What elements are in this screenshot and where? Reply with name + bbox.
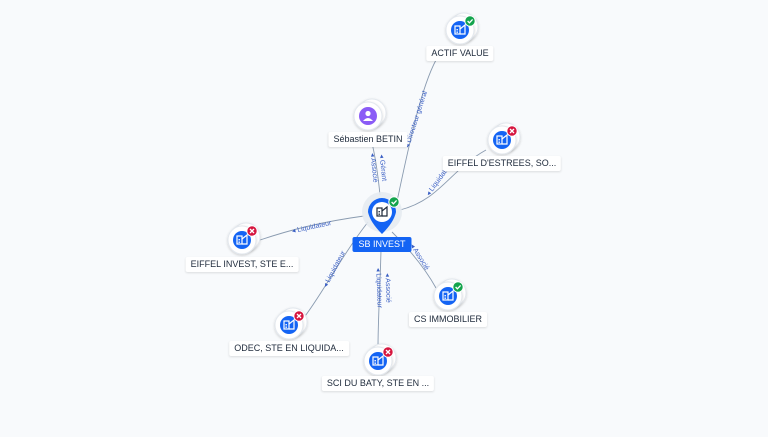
edge-label: ◂ Liquidateur	[291, 220, 332, 235]
node-eiffel_estrees[interactable]	[487, 122, 521, 155]
inactive-cross-icon	[293, 310, 305, 322]
node-label-actif[interactable]: ACTIF VALUE	[426, 46, 494, 61]
center-node-label[interactable]: SB INVEST	[352, 237, 412, 252]
edge-label: ◂ Gérant	[378, 154, 388, 181]
inactive-cross-icon	[246, 225, 258, 237]
node-betin[interactable]	[353, 98, 387, 131]
active-check-icon	[388, 196, 400, 208]
edge-label: ◂ Liquidateur	[374, 268, 382, 309]
node-actif[interactable]	[445, 12, 479, 45]
edge-label: ◂ Directeur général	[404, 90, 429, 149]
edge-betin: ◂ Gérant◂ Associé	[368, 142, 388, 196]
building-icon	[496, 133, 508, 145]
node-label-eiffel_invest[interactable]: EIFFEL INVEST, STE E...	[185, 257, 299, 272]
node-cs_immo[interactable]	[433, 278, 467, 311]
building-icon	[376, 205, 388, 217]
edge-sci_baty: ◂ Liquidateur◂ Associé	[374, 249, 392, 349]
node-center[interactable]	[362, 192, 402, 234]
building-icon	[236, 233, 248, 245]
node-label-betin[interactable]: Sébastien BETIN	[328, 132, 408, 147]
active-check-icon	[464, 15, 476, 27]
building-icon	[372, 354, 384, 366]
node-label-odec[interactable]: ODEC, STE EN LIQUIDA...	[229, 341, 349, 356]
edge-label: ◂ Associé	[383, 273, 391, 303]
edge-eiffel_invest: ◂ Liquidateur	[259, 215, 365, 241]
node-label-sci_baty[interactable]: SCI DU BATY, STE EN ...	[321, 376, 435, 391]
building-icon	[442, 289, 454, 301]
node-label-eiffel_estrees[interactable]: EIFFEL D'ESTREES, SO...	[442, 156, 562, 171]
inactive-cross-icon	[506, 125, 518, 137]
building-icon	[454, 23, 466, 35]
node-label-cs_immo[interactable]: CS IMMOBILIER	[408, 312, 488, 327]
building-icon	[283, 318, 295, 330]
node-eiffel_invest[interactable]	[227, 222, 261, 255]
edge-label: ◂ Liquidateur	[322, 249, 347, 288]
inactive-cross-icon	[382, 346, 394, 358]
node-sci_baty[interactable]	[363, 343, 397, 376]
edge-label: ◂ Associé	[408, 243, 430, 272]
edge-label: ◂ Associé	[368, 153, 378, 183]
active-check-icon	[452, 281, 464, 293]
node-odec[interactable]	[274, 307, 308, 340]
person-icon	[363, 110, 373, 121]
